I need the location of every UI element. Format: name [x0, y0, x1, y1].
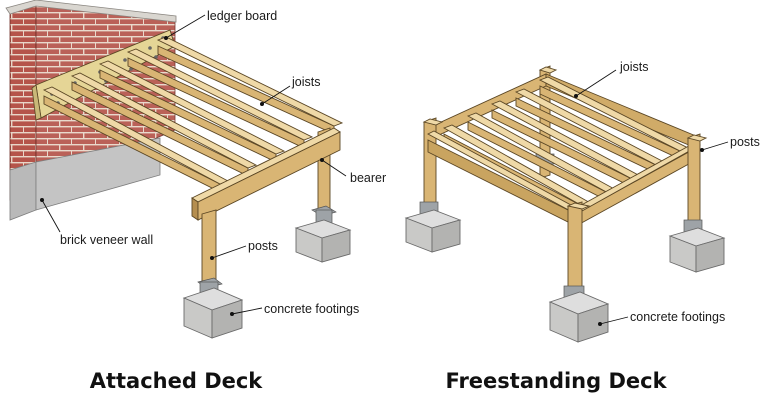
label-ledger-board: ledger board — [164, 9, 277, 40]
bearer — [191, 127, 341, 221]
attached-back-footing — [294, 219, 352, 263]
label-posts-freestanding: posts — [700, 135, 760, 152]
freestanding-footing-front — [548, 291, 610, 343]
caption-attached-deck: Attached Deck — [90, 369, 264, 393]
freestanding-deck: joists posts concrete footings Freestand… — [404, 60, 760, 393]
attached-joists — [42, 36, 344, 193]
label-posts-attached: posts — [210, 239, 278, 260]
label-joists-freestanding: joists — [574, 60, 648, 98]
svg-text:joists: joists — [291, 75, 320, 89]
svg-text:concrete footings: concrete footings — [264, 302, 359, 316]
label-joists-attached: joists — [260, 75, 320, 106]
freestanding-footing-right — [668, 227, 726, 273]
freestanding-footing-left — [404, 209, 462, 253]
svg-text:bearer: bearer — [350, 171, 386, 185]
svg-text:ledger board: ledger board — [207, 9, 277, 23]
attached-front-footing — [182, 287, 244, 339]
label-concrete-footings-freestanding: concrete footings — [598, 310, 725, 326]
svg-text:brick veneer wall: brick veneer wall — [60, 233, 153, 247]
attached-deck: ledger board joists bearer brick veneer … — [5, 0, 386, 393]
label-bearer: bearer — [320, 158, 386, 185]
caption-freestanding-deck: Freestanding Deck — [445, 369, 667, 393]
label-concrete-footings-attached: concrete footings — [230, 302, 359, 316]
svg-text:posts: posts — [730, 135, 760, 149]
freestanding-joists — [442, 76, 692, 217]
svg-text:joists: joists — [619, 60, 648, 74]
attached-front-post — [197, 209, 223, 297]
label-brick-veneer-wall: brick veneer wall — [40, 198, 153, 247]
svg-text:concrete footings: concrete footings — [630, 310, 725, 324]
svg-text:posts: posts — [248, 239, 278, 253]
